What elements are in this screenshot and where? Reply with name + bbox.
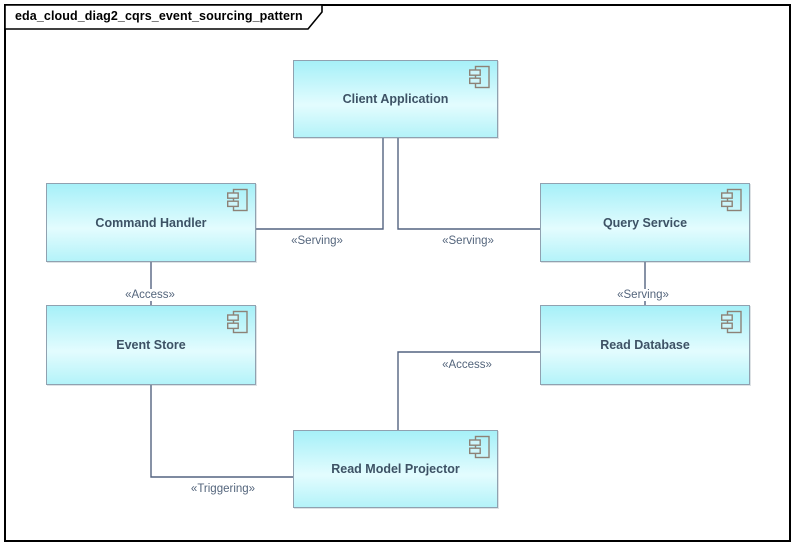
component-node-read-model-projector[interactable]: Read Model Projector xyxy=(293,430,498,508)
diagram-title: eda_cloud_diag2_cqrs_event_sourcing_patt… xyxy=(15,9,303,23)
component-name: Event Store xyxy=(116,338,186,352)
connector-client-application-to-query-service[interactable] xyxy=(397,138,540,230)
component-name: Query Service xyxy=(602,215,688,230)
connector-label-command-handler-to-event-store: «Access» xyxy=(122,289,178,301)
component-icon xyxy=(469,65,490,89)
component-icon xyxy=(469,435,490,459)
component-icon xyxy=(721,188,742,212)
diagram-frame xyxy=(4,4,791,542)
connector-event-store-to-read-model-projector[interactable] xyxy=(150,385,293,478)
component-name: Read Model Projector xyxy=(331,462,460,476)
component-name: Command Handler xyxy=(95,215,207,230)
connector-read-database-to-read-model-projector[interactable] xyxy=(397,351,540,430)
component-node-query-service[interactable]: Query Service xyxy=(540,183,750,262)
connector-label-read-database-to-read-model-projector: «Access» xyxy=(439,359,495,371)
connector-label-client-application-to-command-handler: «Serving» xyxy=(288,235,346,247)
connector-label-event-store-to-read-model-projector: «Triggering» xyxy=(187,483,259,495)
connector-client-application-to-command-handler[interactable] xyxy=(256,138,384,230)
component-name: Client Application xyxy=(342,92,449,106)
component-icon xyxy=(227,188,248,212)
component-node-command-handler[interactable]: Command Handler xyxy=(46,183,256,262)
component-icon xyxy=(227,310,248,334)
component-name: Read Database xyxy=(600,338,690,352)
component-node-event-store[interactable]: Event Store xyxy=(46,305,256,385)
connector-label-query-service-to-read-database: «Serving» xyxy=(614,289,672,301)
component-node-client-application[interactable]: Client Application xyxy=(293,60,498,138)
component-node-read-database[interactable]: Read Database xyxy=(540,305,750,385)
component-icon xyxy=(721,310,742,334)
diagram-title-tab xyxy=(4,4,323,30)
connector-label-client-application-to-query-service: «Serving» xyxy=(439,235,497,247)
